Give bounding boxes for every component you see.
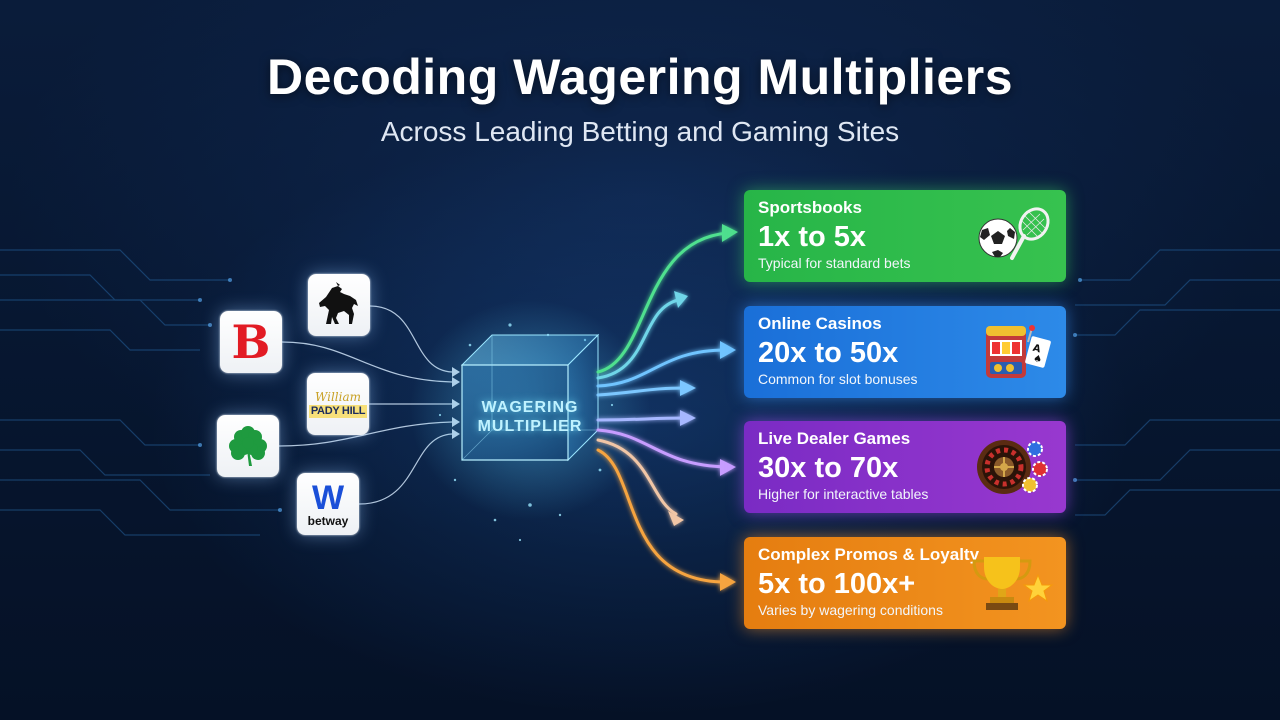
b-logo-letter: B <box>231 315 271 369</box>
betway-logo: W betway <box>308 481 349 527</box>
card-note: Higher for interactive tables <box>758 486 929 502</box>
shamrock-icon <box>229 426 267 466</box>
svg-text:♠: ♠ <box>1032 353 1044 366</box>
card-online-casinos: Online Casinos 20x to 50x Common for slo… <box>744 306 1066 398</box>
card-note: Common for slot bonuses <box>758 371 918 387</box>
logo-clover-tile <box>217 415 279 477</box>
card-note: Typical for standard bets <box>758 255 911 271</box>
roulette-icon <box>977 440 1048 494</box>
horse-icon <box>319 282 358 324</box>
svg-text:A: A <box>1031 343 1042 356</box>
trophy-icon <box>972 557 1054 610</box>
output-arrows <box>596 231 730 584</box>
page-subtitle: Across Leading Betting and Gaming Sites <box>380 116 900 147</box>
card-title: Sportsbooks <box>758 198 862 217</box>
william-logo: William PADY HILL <box>308 389 368 418</box>
output-arrowheads <box>668 224 738 591</box>
cube-label-line2: MULTIPLIER <box>477 418 583 435</box>
logo-horse-tile <box>308 274 370 336</box>
card-range: 1x to 5x <box>758 221 866 253</box>
card-complex-promos-loyalty: Complex Promos & Loyalty 5x to 100x+ Var… <box>744 537 1066 629</box>
slot-machine-icon: A ♠ <box>986 325 1051 378</box>
william-logo-name: PADY HILL <box>308 404 368 418</box>
card-range: 5x to 100x+ <box>758 568 916 600</box>
logo-betway-tile: W betway <box>297 473 359 535</box>
betway-mark: W <box>311 479 345 517</box>
card-range: 20x to 50x <box>758 337 899 369</box>
cube-label: WAGERING MULTIPLIER <box>455 398 605 436</box>
card-range: 30x to 70x <box>758 452 899 484</box>
card-title: Complex Promos & Loyalty <box>758 545 980 564</box>
card-note: Varies by wagering conditions <box>758 602 943 618</box>
page-title: Decoding Wagering Multipliers <box>266 49 1014 105</box>
cube-label-line1: WAGERING <box>481 399 579 416</box>
betway-wordmark: betway <box>307 514 349 528</box>
wagering-cube <box>410 300 650 520</box>
card-title: Online Casinos <box>758 314 882 333</box>
logo-b-tile: B <box>220 311 282 373</box>
card-sportsbooks: Sportsbooks 1x to 5x Typical for standar… <box>744 190 1066 282</box>
william-logo-script: William <box>314 389 361 404</box>
soccer-tennis-icon <box>978 207 1050 260</box>
card-title: Live Dealer Games <box>758 429 911 448</box>
logo-william-tile: William PADY HILL <box>307 373 369 435</box>
card-live-dealer-games: Live Dealer Games 30x to 70x Higher for … <box>744 421 1066 513</box>
